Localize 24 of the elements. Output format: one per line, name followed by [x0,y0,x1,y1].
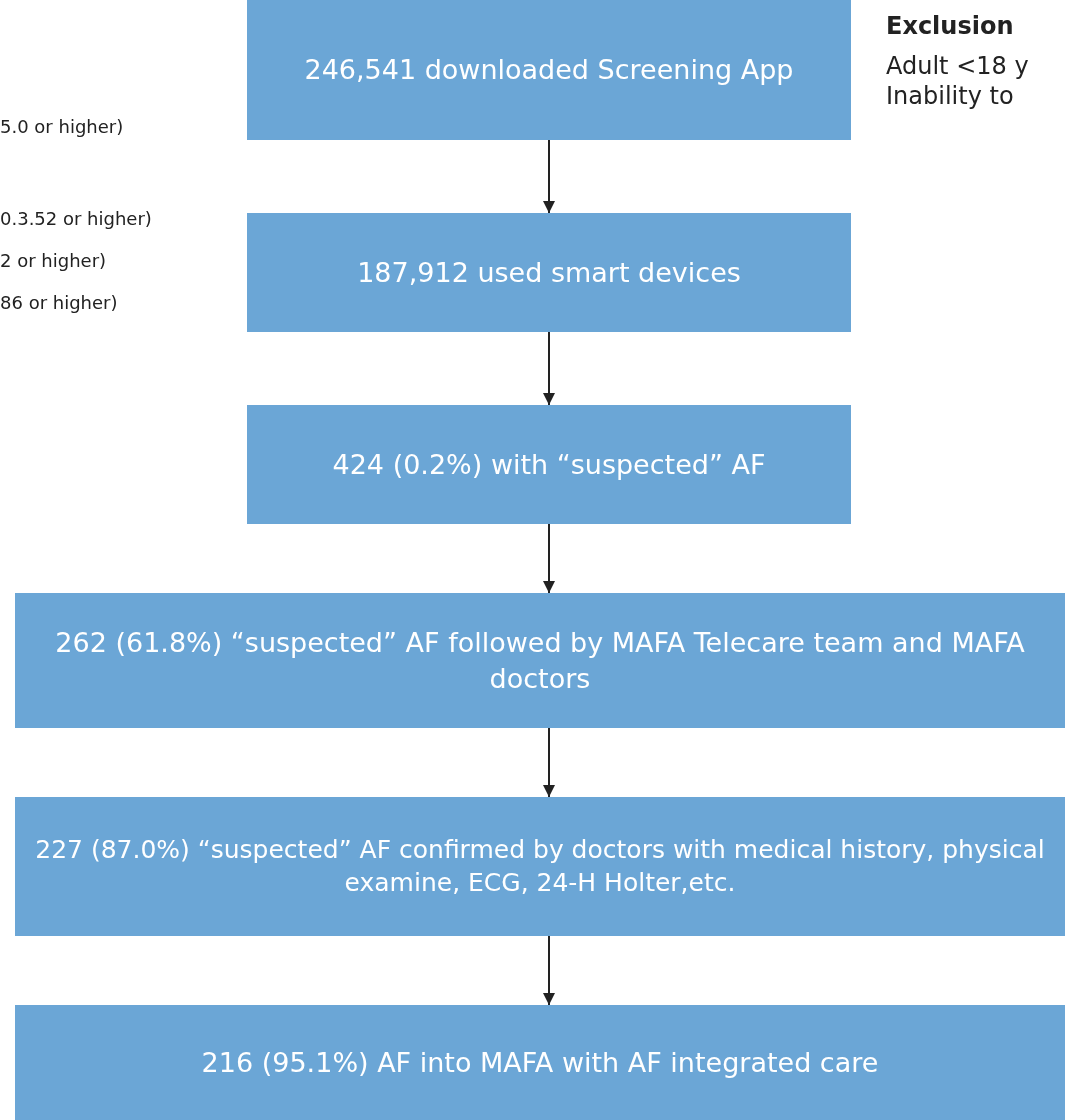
arrow [543,523,555,594]
process-box [15,593,1065,728]
process-box [15,1005,1065,1120]
process-box [247,213,851,332]
note-text: 5.0 or higher) [0,116,124,137]
note-text: 0.3.52 or higher) [0,208,152,229]
note-text: Inability to [886,82,1014,110]
box-text: 227 (87.0%) “suspected” AF confirmed by doctors with medical history, physical examine, ECG, 24-H Holter,etc. [34,834,1046,899]
box-text: 246,541 downloaded Screening App [303,53,795,88]
process-box [15,797,1065,936]
note-text: 2 or higher) [0,250,107,271]
note-text: 86 or higher) [0,292,118,313]
box-text: 262 (61.8%) “suspected” AF followed by MAFA Telecare team and MAFA doctors [54,626,1026,696]
box-text: 424 (0.2%) with “suspected” AF [331,447,767,482]
process-box [247,405,851,524]
exclusion-heading: Exclusion [886,12,1014,40]
arrow [543,727,555,798]
note-text: Adult <18 y [886,52,1029,80]
arrow [543,331,555,406]
box-text: 187,912 used smart devices [356,255,742,290]
box-text: 216 (95.1%) AF into MAFA with AF integrated care [200,1045,880,1080]
process-box [247,0,851,140]
arrow [543,935,555,1006]
arrow [543,139,555,214]
